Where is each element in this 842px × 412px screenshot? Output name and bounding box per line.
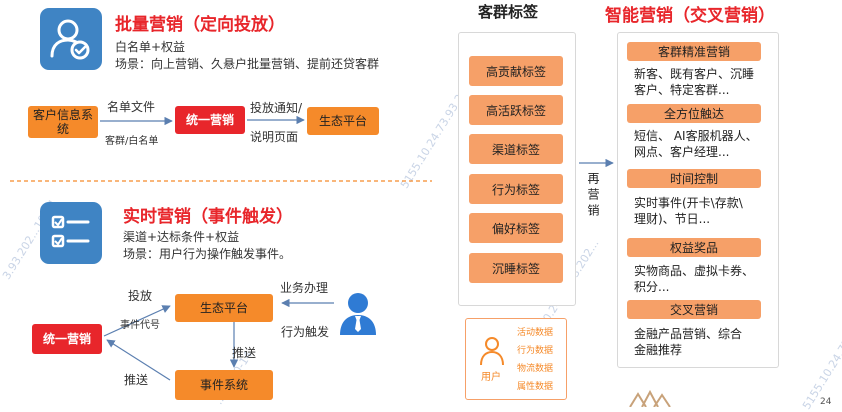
section-text: 积分... [634,280,670,294]
user-data-item: 物流数据 [517,364,554,374]
file-list-label: 名单文件 [107,100,156,114]
description-page-label: 说明页面 [250,130,299,144]
segment-whitelist-label: 客群/白名单 [105,136,159,147]
section-header: 时间控制 [627,169,761,188]
push-down-label: 推送 [232,346,257,360]
checklist-icon [40,202,102,264]
unified-marketing-box: 统一营销 [175,106,245,134]
segment-tag: 行为标签 [469,174,563,204]
section-text: 金融产品营销、综合 [634,327,743,341]
watermark: 5155.10.24.73.93.202... [800,292,842,412]
user-check-icon [40,8,102,70]
realtime-line-1: 渠道+达标条件+权益 [123,230,240,244]
company-logo-icon [628,388,676,408]
segment-tag: 渠道标签 [469,134,563,164]
realtime-line-2: 场景：用户行为操作触发事件。 [123,247,292,261]
realtime-marketing-title: 实时营销（事件触发） [123,207,293,227]
section-text: 实时事件(开卡\存款\ [634,196,743,210]
page-number: 24 [820,397,832,407]
push-left-label: 推送 [124,373,149,387]
batch-line-2: 场景：向上营销、久悬户批量营销、提前还贷客群 [115,57,380,71]
segment-tags-title: 客群标签 [478,3,539,21]
realtime-unified-marketing-box: 统一营销 [32,324,102,354]
section-header: 客群精准营销 [627,42,761,61]
section-text: 网点、客户经理... [634,145,730,159]
ecosystem-platform-box: 生态平台 [307,107,379,135]
deliver-label: 投放 [128,289,153,303]
section-header: 全方位触达 [627,104,761,123]
section-text: 新客、既有客户、沉睡 [634,67,755,81]
section-text: 短信、 AI客服机器人、 [634,129,758,143]
user-data-item: 属性数据 [517,382,554,392]
behavior-trigger-label: 行为触发 [281,325,330,339]
person-icon [338,291,378,335]
section-header: 交叉营销 [627,300,761,319]
event-system-box: 事件系统 [175,370,273,400]
section-text: 理财)、节日... [634,212,711,226]
section-text: 金融推荐 [634,343,683,357]
event-code-label: 事件代号 [120,320,160,331]
segment-tag: 偏好标签 [469,213,563,243]
smart-marketing-title: 智能营销（交叉营销） [605,6,775,26]
segment-tag: 沉睡标签 [469,253,563,283]
segment-tag: 高贡献标签 [469,56,563,86]
business-handling-label: 业务办理 [280,281,329,295]
batch-line-1: 白名单+权益 [115,40,186,54]
user-label: 用户 [481,372,501,383]
section-text: 客户、特定客群... [634,83,730,97]
section-text: 实物商品、虚拟卡券、 [634,264,755,278]
user-data-item: 活动数据 [517,328,554,338]
user-data-item: 行为数据 [517,346,554,356]
segment-tag: 高活跃标签 [469,95,563,125]
remarketing-label: 再营销 [586,172,600,220]
user-icon [478,336,506,366]
realtime-ecosystem-platform-box: 生态平台 [175,294,273,322]
section-header: 权益奖品 [627,238,761,257]
delivery-notice-label: 投放通知/ [250,101,303,115]
batch-marketing-title: 批量营销（定向投放） [115,15,285,35]
customer-info-system-box: 客户信息系统 [28,106,98,138]
